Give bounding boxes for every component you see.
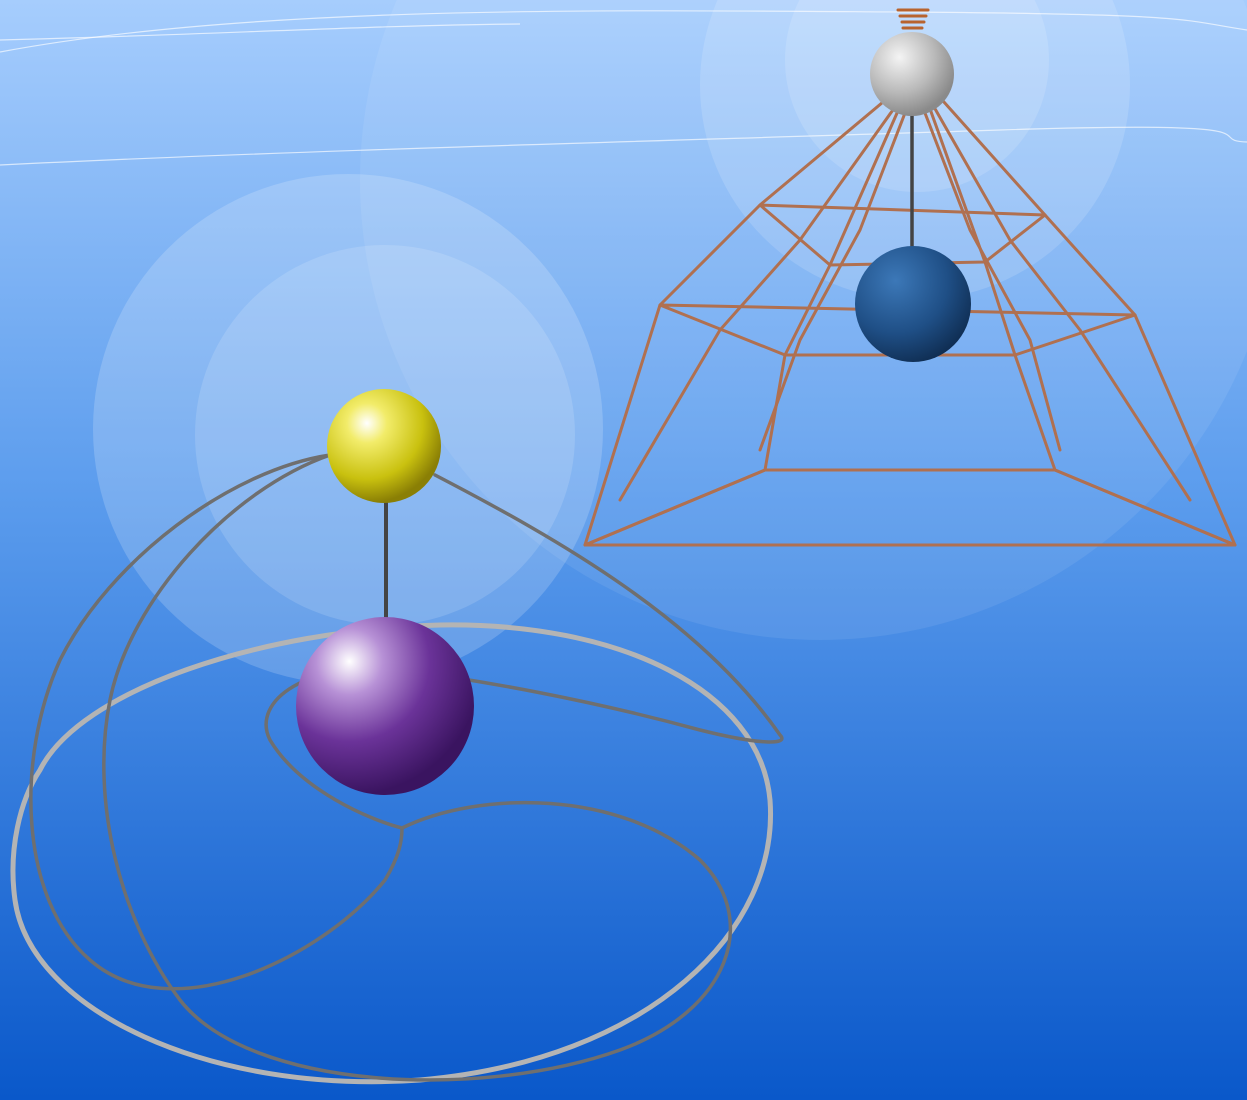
blue-inner-sphere (855, 246, 971, 362)
yellow-sphere (327, 389, 441, 503)
purple-sphere (296, 617, 474, 795)
grey-top-sphere (870, 32, 954, 116)
